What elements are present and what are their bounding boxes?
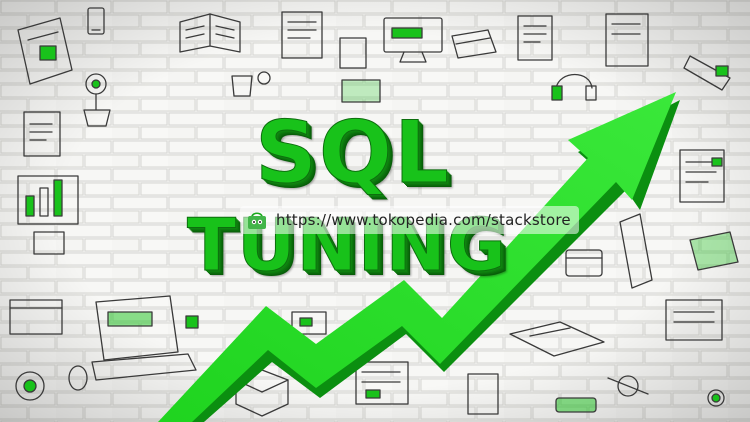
card-doodle <box>689 231 739 271</box>
phone-doodle <box>87 7 105 35</box>
clipboard-doodle <box>23 111 61 157</box>
title-sql: SQL <box>255 103 451 203</box>
tablet-bottom-doodle <box>355 361 409 405</box>
stack-doodle <box>451 29 497 59</box>
mouse-doodle <box>68 365 88 391</box>
watermark: https://www.tokopedia.com/stackstore <box>240 206 579 234</box>
folder-doodle <box>9 299 63 335</box>
cup-doodle <box>231 71 271 97</box>
notebook-right-doodle <box>665 299 723 341</box>
watermark-url: https://www.tokopedia.com/stackstore <box>276 211 571 229</box>
coffee-cup-doodle <box>15 371 45 401</box>
book-doodle <box>179 13 241 53</box>
calculator-doodle <box>33 231 65 255</box>
small-icons-doodle <box>185 311 327 335</box>
magnifier-doodle <box>707 389 725 407</box>
headphones-doodle <box>551 74 597 101</box>
notepad-doodle <box>517 15 553 61</box>
chart-doodle <box>17 175 79 225</box>
bottle-doodle <box>555 397 597 413</box>
pencil-doodle <box>683 55 731 91</box>
plant-doodle <box>83 73 111 127</box>
wallet-doodle <box>17 17 73 85</box>
desk-doodle <box>509 321 605 357</box>
sheet-doodle <box>679 149 725 203</box>
calc-bottom-doodle <box>467 373 499 415</box>
shopping-bag-icon <box>248 212 266 229</box>
small-screen-doodle <box>341 79 381 103</box>
document-doodle <box>281 11 367 69</box>
ruler-doodle <box>619 213 653 289</box>
watch-doodle <box>607 375 649 397</box>
laptop-doodle <box>91 295 197 381</box>
wallet-right-doodle <box>565 249 603 277</box>
tablet-doodle <box>605 13 649 67</box>
monitor-doodle <box>383 17 443 63</box>
